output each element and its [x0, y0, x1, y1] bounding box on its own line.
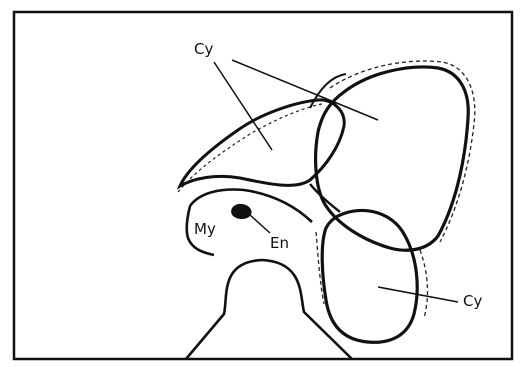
cyst-large-upper-right [316, 67, 469, 250]
cyst-lower-right [322, 210, 417, 342]
leader-cy-right [232, 60, 378, 120]
label-cy-top: Cy [194, 40, 213, 58]
frame [14, 12, 512, 359]
label-en: En [270, 234, 289, 252]
leader-cy-left [214, 62, 272, 150]
endosperm-blob [231, 204, 251, 219]
septum-top [310, 74, 346, 108]
label-my: My [194, 220, 216, 238]
septum-center [310, 184, 340, 212]
label-cy-bottom: Cy [463, 292, 482, 310]
leader-en [250, 215, 270, 233]
cyst-upper-left [180, 100, 344, 186]
